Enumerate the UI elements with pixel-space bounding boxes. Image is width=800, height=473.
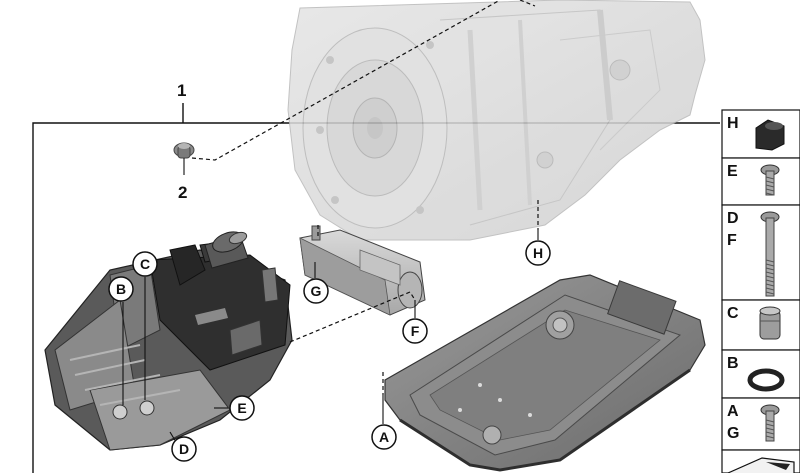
callout-group: A BC D E F G H — [108, 240, 551, 462]
sidebar-letter: E — [727, 163, 738, 180]
callout-label: G — [311, 283, 322, 299]
callout-label: H — [533, 245, 543, 261]
connector-icon — [755, 119, 785, 151]
sidebar-letter: A — [727, 403, 739, 420]
callout-label: C — [140, 256, 150, 272]
leader-lines — [191, 0, 539, 395]
sidebar-row-1: H — [721, 109, 800, 159]
part-number-plug: 2 — [178, 183, 187, 202]
sidebar-letter-second: F — [727, 232, 737, 249]
part-number-main: 1 — [177, 81, 186, 100]
sidebar-row-5: B — [721, 349, 800, 399]
parts-sidebar: H E DF C B AG — [721, 109, 800, 473]
sidebar-row-4: C — [721, 299, 800, 351]
callout-circle — [171, 436, 197, 462]
part-number-labels: 1 2 — [177, 81, 187, 202]
actuator-part — [299, 225, 426, 316]
callout-label: E — [237, 400, 246, 416]
callout-a: A — [371, 424, 397, 450]
plug-part — [173, 142, 195, 159]
callout-label: F — [411, 323, 420, 339]
callout-f: F — [402, 318, 428, 344]
callout-b: B — [108, 276, 134, 302]
bolt-icon — [760, 404, 780, 442]
short-bolt-icon — [760, 164, 780, 196]
callout-label: B — [116, 281, 126, 297]
callout-h: H — [525, 240, 551, 266]
sidebar-letter: B — [727, 355, 739, 372]
callout-circle — [371, 424, 397, 450]
callout-circle — [108, 276, 134, 302]
sidebar-letter: H — [727, 115, 739, 132]
sidebar-box — [721, 157, 800, 206]
callout-d: D — [171, 436, 197, 462]
callout-circle — [132, 251, 158, 277]
sidebar-row-7 — [721, 449, 800, 473]
transmission-housing — [287, 0, 706, 241]
valve-body — [44, 231, 293, 451]
callout-label: A — [379, 429, 389, 445]
long-bolt-icon — [760, 211, 780, 297]
sidebar-box — [721, 397, 800, 451]
callout-circle — [402, 318, 428, 344]
oil-pan — [384, 274, 706, 472]
sleeve-icon — [759, 306, 781, 340]
callout-g: G — [303, 278, 329, 304]
callout-circle — [303, 278, 329, 304]
sidebar-letter: C — [727, 305, 739, 322]
sidebar-letter: D — [727, 210, 739, 227]
kit-box-icon — [727, 457, 795, 473]
callout-label: D — [179, 441, 189, 457]
sidebar-row-6: AG — [721, 397, 800, 451]
callout-e: E — [229, 395, 255, 421]
callout-c: C — [132, 251, 158, 277]
sidebar-row-2: E — [721, 157, 800, 206]
callout-circle — [525, 240, 551, 266]
sidebar-row-3: DF — [721, 204, 800, 301]
sidebar-letter-second: G — [727, 425, 739, 442]
callout-circle — [229, 395, 255, 421]
o-ring-icon — [747, 368, 785, 392]
